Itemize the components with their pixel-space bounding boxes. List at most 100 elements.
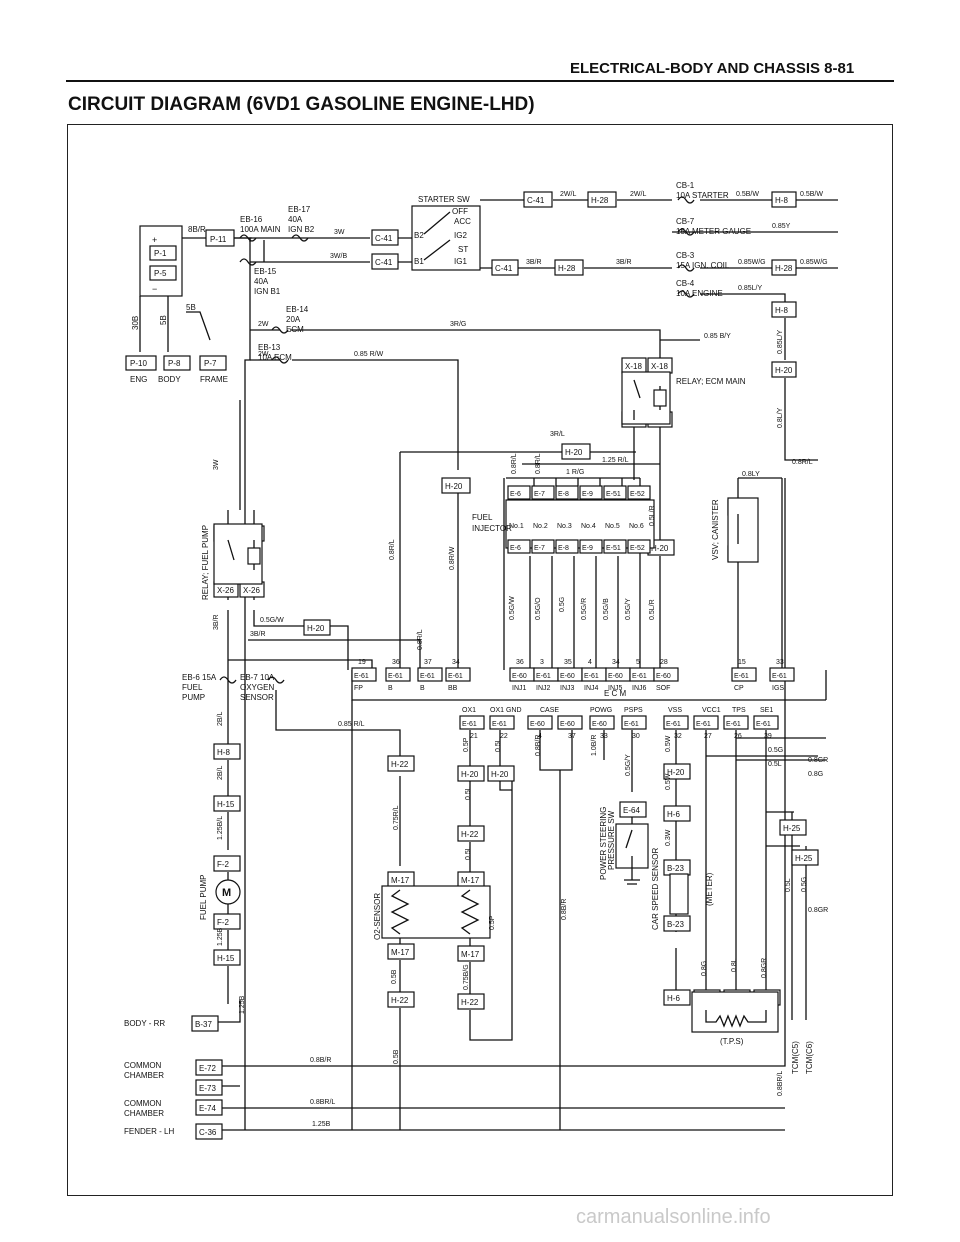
- connector-b23b-label: B-23: [667, 920, 684, 929]
- connector-h20b-label: H-20: [565, 448, 583, 457]
- fuel-injector-block: FUEL INJECTOR E-6No.1E-6E-7No.2E-7E-8No.…: [472, 485, 655, 554]
- connector-h22c-box: [387, 991, 415, 1008]
- wire-label-w05g_c: 0.5G: [801, 877, 808, 892]
- wire-label-w125b_a: 1.25B: [217, 927, 224, 946]
- wire-label-w3rl: 3R/L: [550, 431, 565, 438]
- connector-h22b-box: [457, 825, 485, 842]
- wire-label-w075bg: 0.75B/G: [463, 964, 470, 990]
- fuse-cb3-line-1: 15A IGN. COIL: [676, 261, 730, 270]
- connector-h15b-label: H-15: [217, 954, 235, 963]
- wire-label-w05gr: 0.5G/R: [581, 598, 588, 620]
- wire-label-w075rl: 0.75R/L: [393, 805, 400, 830]
- fuse-eb7-symbol: [267, 676, 285, 684]
- ground-body: BODY: [158, 375, 181, 384]
- fuse-eb13-symbol: [271, 356, 289, 364]
- injector-cyl-0: No.1: [509, 523, 524, 530]
- injector-top-conn-label-3: E-9: [582, 491, 593, 498]
- connector-m17c-label: M-17: [391, 948, 410, 957]
- ecm-top-func-2: B: [420, 685, 425, 692]
- ecm-bot-func-8: SE1: [760, 707, 773, 714]
- ecm-top-pin-11: 15: [738, 659, 746, 666]
- wire-label-w05l_d: 0.5L: [768, 761, 782, 768]
- wire-label-w3w: 3W: [334, 229, 345, 236]
- ecm-top-pin-0: 19: [358, 659, 366, 666]
- fuel-pump-motor: M FUEL PUMP: [199, 875, 241, 920]
- connector-x26c-label: X-26: [217, 586, 234, 595]
- connector-b23b-box: [663, 915, 691, 932]
- injector-bot-conn-4: [603, 539, 627, 554]
- car-speed-sensor: CAR SPEED SENSOR (METER): [651, 848, 714, 930]
- connector-m17b-label: M-17: [461, 876, 480, 885]
- wire-label-w085rw: 0.85 R/W: [354, 351, 384, 358]
- connector-e73-label: E-73: [199, 1084, 216, 1093]
- ecm-top-conn-label-8: E-60: [608, 673, 623, 680]
- wire-label-w05g: 0.5G: [559, 597, 566, 612]
- connector-h6b-box: [663, 989, 691, 1006]
- wire-label-w05lr: 0.5L/R: [649, 505, 656, 526]
- connector-h20a-label: H-20: [775, 366, 793, 375]
- ecm-top-conn-1: [385, 667, 411, 682]
- fuse-eb7-line-2: SENSOR: [240, 693, 274, 702]
- connector-m17a-label: M-17: [391, 876, 410, 885]
- ecm-top-pin-8: 34: [612, 659, 620, 666]
- ecm-top-func-8: INJ5: [608, 685, 623, 692]
- connector-e72-label: E-72: [199, 1064, 216, 1073]
- connector-h15a-label: H-15: [217, 800, 235, 809]
- wire-30b: 30B: [131, 316, 140, 330]
- o2-sensor-label: O2-SENSOR: [373, 893, 382, 940]
- connector-h22a-box: [387, 755, 415, 772]
- ecm-top-func-4: INJ1: [512, 685, 527, 692]
- ecm-bot-conn-7: [693, 715, 719, 730]
- connector-f2a-box: [213, 855, 241, 872]
- injector-cyl-1: No.2: [533, 523, 548, 530]
- ecm-bot-pin-7: 27: [704, 733, 712, 740]
- wire-label-w08g_b: 0.8G: [701, 961, 708, 976]
- wire-label-w08l: 0.8L: [731, 958, 738, 972]
- ecm-top-func-0: FP: [354, 685, 363, 692]
- connector-e73-box: [195, 1079, 223, 1096]
- fuse-cb7-symbol: [677, 228, 695, 236]
- fuse-eb13-line-0: EB-13: [258, 343, 281, 352]
- fuse-eb6-line-2: PUMP: [182, 693, 205, 702]
- wire-label-w05bw_a: 0.5B/W: [736, 191, 759, 198]
- fuse-eb16-line-0: EB-16: [240, 215, 263, 224]
- ecm-bot-pin-5: 30: [632, 733, 640, 740]
- wire-5b-a: 5B: [159, 315, 168, 325]
- connector-c41c-box: [523, 191, 553, 208]
- ecm-bot-conn-label-4: E-60: [592, 721, 607, 728]
- wire-label-w2w_a: 2W: [258, 321, 269, 328]
- injector-bot-conn-label-1: E-7: [534, 545, 545, 552]
- ecm-top-func-3: BB: [448, 685, 458, 692]
- fuse-eb17-line-1: 40A: [288, 215, 303, 224]
- wire-label-w2w_b: 2W: [258, 351, 269, 358]
- ecm-bot-conn-label-5: E-61: [624, 721, 639, 728]
- ecm-bot-conn-0: [459, 715, 485, 730]
- ecm-top-func-5: INJ2: [536, 685, 551, 692]
- ecm-top-conn-12: [769, 667, 795, 682]
- ecm-bot-pin-0: 21: [470, 733, 478, 740]
- tcm-c6-label: TCM(C6): [805, 1041, 814, 1074]
- injector-top-conn-4: [603, 485, 627, 500]
- connector-h20g-label: H-20: [491, 770, 509, 779]
- ecm-bot-conn-label-8: E-61: [726, 721, 741, 728]
- connector-m17c-box: [387, 943, 415, 960]
- connector-e72-box: [195, 1059, 223, 1076]
- injector-cyl-4: No.5: [605, 523, 620, 530]
- injector-cyl-2: No.3: [557, 523, 572, 530]
- fuse-eb15-line-2: IGN B1: [254, 287, 281, 296]
- connector-c41c-label: C-41: [527, 196, 545, 205]
- ecm-top-func-12: IGS: [772, 685, 784, 692]
- wire-label-w08brl: 0.8BR/L: [310, 1099, 335, 1106]
- wire-label-w05l_c: 0.5L: [495, 738, 502, 752]
- ecm-bot-conn-label-7: E-61: [696, 721, 711, 728]
- ecm-bot-func-2: CASE: [540, 707, 559, 714]
- wire-label-w3br_a: 3B/R: [526, 259, 542, 266]
- diagram-frame: [67, 124, 893, 1196]
- wire-label-w125b_b: 1.25B: [239, 995, 246, 1014]
- ecm-bot-func-7: TPS: [732, 707, 746, 714]
- wire-label-w08g: 0.8G: [808, 771, 823, 778]
- connector-m17d-box: [457, 945, 485, 962]
- connector-c36-box: [195, 1123, 223, 1140]
- connector-h8b-label: H-8: [775, 306, 788, 315]
- ecm-bot-func-3: POWG: [590, 707, 612, 714]
